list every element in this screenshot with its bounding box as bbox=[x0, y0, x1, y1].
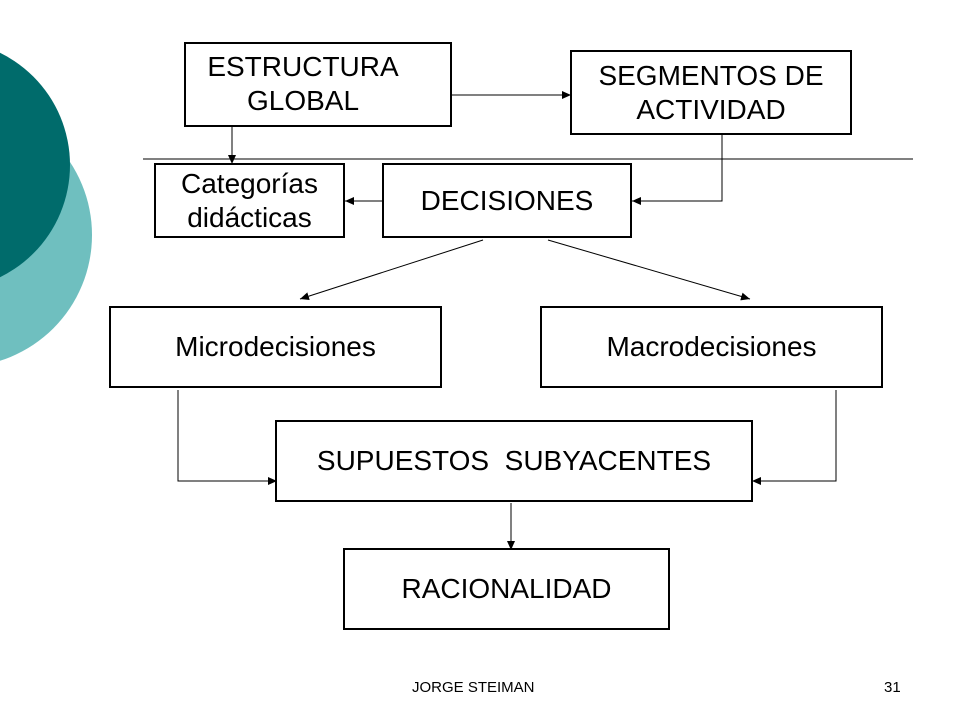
estructura-global-line2: GLOBAL bbox=[246, 84, 360, 116]
segmentos-line2: ACTIVIDAD bbox=[636, 93, 786, 125]
decisiones-label: DECISIONES bbox=[420, 184, 594, 216]
dark-teal-circle bbox=[0, 52, 70, 278]
footer-page-number: 31 bbox=[884, 679, 901, 696]
decisiones-box: DECISIONES bbox=[382, 163, 632, 238]
arrow-macro-to-supuestos bbox=[752, 390, 837, 485]
footer-author: JORGE STEIMAN bbox=[412, 679, 535, 696]
estructura-global-line1: ESTRUCTURA bbox=[207, 51, 399, 82]
racionalidad-label: RACIONALIDAD bbox=[401, 573, 612, 605]
segmentos-line1: SEGMENTOS DE bbox=[598, 59, 824, 91]
arrow-segmentos-to-decisiones bbox=[632, 135, 723, 205]
segmentos-actividad-box: SEGMENTOS DE ACTIVIDAD bbox=[570, 50, 852, 135]
arrow-micro-to-supuestos bbox=[177, 390, 277, 485]
supuestos-subyacentes-box: SUPUESTOS SUBYACENTES bbox=[275, 420, 753, 502]
estructura-global-box: ESTRUCTURA GLOBAL bbox=[184, 42, 452, 127]
arrow-decisiones-to-micro bbox=[299, 239, 484, 301]
macrodecisiones-label: Macrodecisiones bbox=[606, 331, 817, 363]
racionalidad-box: RACIONALIDAD bbox=[343, 548, 670, 630]
supuestos-label: SUPUESTOS SUBYACENTES bbox=[316, 445, 712, 477]
categorias-didacticas-box: Categorías didácticas bbox=[154, 163, 345, 238]
microdecisiones-label: Microdecisiones bbox=[175, 331, 376, 363]
categorias-line1: Categorías bbox=[181, 168, 318, 199]
microdecisiones-box: Microdecisiones bbox=[109, 306, 442, 388]
arrow-decisiones-to-macro bbox=[547, 239, 751, 301]
categorias-line2: didácticas bbox=[187, 201, 312, 233]
macrodecisiones-box: Macrodecisiones bbox=[540, 306, 883, 388]
